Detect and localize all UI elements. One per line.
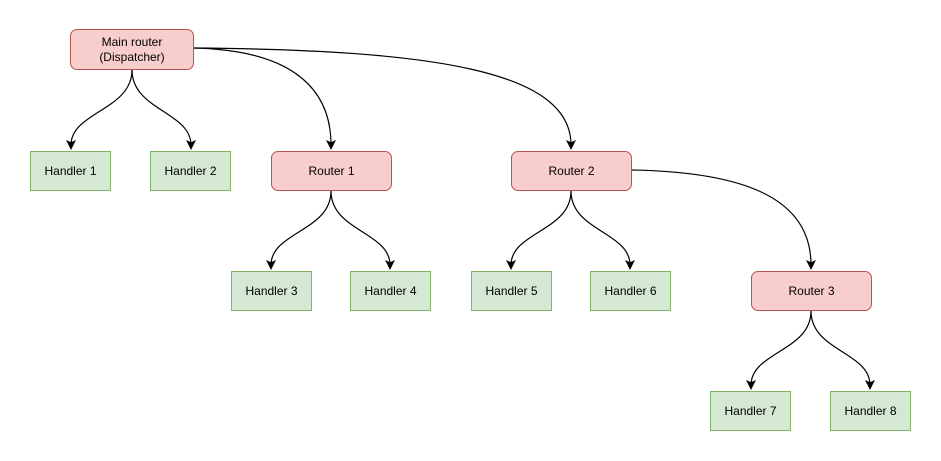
node-label-handler-6: Handler 6 bbox=[604, 283, 657, 298]
edge-router-2-to-handler-6 bbox=[570, 190, 635, 270]
node-label-handler-1: Handler 1 bbox=[44, 163, 97, 178]
node-handler-1[interactable]: Handler 1 bbox=[30, 151, 111, 191]
node-router-3[interactable]: Router 3 bbox=[751, 271, 872, 311]
node-label-router-3: Router 3 bbox=[788, 283, 835, 298]
edge-router-2-to-router-3 bbox=[631, 169, 816, 270]
node-handler-5[interactable]: Handler 5 bbox=[471, 271, 552, 311]
node-label-handler-8: Handler 8 bbox=[844, 403, 897, 418]
node-label-handler-4: Handler 4 bbox=[364, 283, 417, 298]
node-label-router-2: Router 2 bbox=[548, 163, 595, 178]
node-router-2[interactable]: Router 2 bbox=[511, 151, 632, 191]
node-handler-6[interactable]: Handler 6 bbox=[590, 271, 671, 311]
node-main-router[interactable]: Main router (Dispatcher) bbox=[70, 29, 194, 70]
edge-router-3-to-handler-7 bbox=[746, 310, 812, 390]
node-label-main-router: Main router (Dispatcher) bbox=[99, 34, 165, 64]
node-handler-8[interactable]: Handler 8 bbox=[830, 391, 911, 431]
edge-main-router-to-handler-1 bbox=[66, 69, 133, 150]
edge-router-2-to-handler-5 bbox=[506, 190, 572, 270]
edge-main-router-to-router-2 bbox=[193, 47, 576, 150]
node-handler-2[interactable]: Handler 2 bbox=[150, 151, 231, 191]
edge-router-1-to-handler-4 bbox=[330, 190, 395, 270]
edges-group bbox=[66, 47, 875, 390]
node-label-handler-5: Handler 5 bbox=[485, 283, 538, 298]
node-label-router-1: Router 1 bbox=[308, 163, 355, 178]
node-label-handler-2: Handler 2 bbox=[164, 163, 217, 178]
edge-router-3-to-handler-8 bbox=[810, 310, 875, 390]
node-label-handler-3: Handler 3 bbox=[245, 283, 298, 298]
node-label-handler-7: Handler 7 bbox=[724, 403, 777, 418]
node-handler-7[interactable]: Handler 7 bbox=[710, 391, 791, 431]
edge-router-1-to-handler-3 bbox=[266, 190, 332, 270]
edge-main-router-to-handler-2 bbox=[131, 69, 196, 150]
edge-main-router-to-router-1 bbox=[193, 47, 336, 150]
node-handler-4[interactable]: Handler 4 bbox=[350, 271, 431, 311]
node-router-1[interactable]: Router 1 bbox=[271, 151, 392, 191]
node-handler-3[interactable]: Handler 3 bbox=[231, 271, 312, 311]
